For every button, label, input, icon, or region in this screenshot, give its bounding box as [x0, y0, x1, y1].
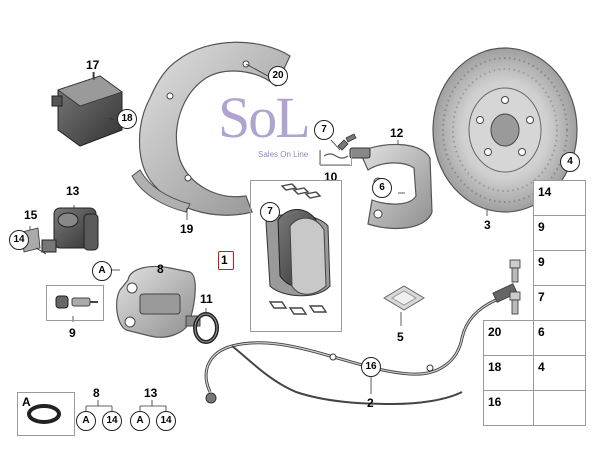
callout-13: 13 [66, 184, 80, 198]
callout-circle-a: A [92, 261, 112, 281]
callout-circle-14: 14 [9, 230, 29, 250]
callout-19: 19 [180, 222, 194, 236]
grid-label: 9 [538, 220, 545, 234]
callout-circle-4: 4 [560, 152, 580, 172]
callout-1: 1 [221, 253, 228, 267]
grid-cell-r4-left: 20 [483, 320, 535, 356]
legend-a-label: A [22, 395, 31, 409]
grid-cell-r5-left: 18 [483, 355, 535, 391]
seal-ring-a-drawing [27, 404, 61, 424]
grid-cell-r0-left: 14 [533, 180, 586, 216]
callout-circle-16: 16 [361, 357, 381, 377]
legend-group-8-title: 8 [93, 386, 100, 400]
callout-5: 5 [397, 330, 404, 344]
callout-9: 9 [69, 326, 76, 340]
brake-pads-drawing [265, 183, 331, 315]
grid-label: 6 [538, 325, 545, 339]
grid-label: 16 [488, 395, 502, 409]
callout-15: 15 [24, 208, 38, 222]
grid-cell-r2-left: 9 [533, 250, 586, 286]
callout-circle-6: 6 [372, 178, 392, 198]
grid-label: 4 [538, 360, 545, 374]
grid-label: 14 [538, 185, 552, 199]
grid-cell-r3-right: 7 [533, 285, 586, 321]
control-module-drawing [51, 72, 123, 147]
callout-circle-7b: 7 [260, 202, 280, 222]
grid-label: 20 [488, 325, 502, 339]
callout-3: 3 [484, 218, 491, 232]
legend-group-8-14: 14 [102, 411, 122, 431]
callout-circle-7: 7 [314, 120, 334, 140]
grid-label: 18 [488, 360, 502, 374]
callout-1-highlight [218, 251, 234, 270]
parking-brake-motor-drawing [41, 207, 99, 253]
legend-group-8-a: A [76, 411, 96, 431]
lube-pack-drawing [383, 285, 425, 311]
grid-cell-r6-right [533, 390, 586, 426]
callout-2: 2 [367, 396, 374, 410]
callout-17: 17 [86, 58, 100, 72]
legend-group-13-14: 14 [156, 411, 176, 431]
legend-group-13-a: A [130, 411, 150, 431]
callout-circle-20: 20 [268, 66, 288, 86]
legend-group-13-title: 13 [144, 386, 158, 400]
callout-12: 12 [390, 126, 404, 140]
grid-cell-r6-left: 16 [483, 390, 535, 426]
callout-11: 11 [200, 292, 213, 306]
grid-label: 9 [538, 255, 545, 269]
grid-cell-r4-right: 6 [533, 320, 586, 356]
callout-circle-18: 18 [117, 109, 137, 129]
seal-ring-legend-box: A [17, 392, 75, 436]
brake-pad-set-box [250, 180, 342, 332]
guide-bolt-drawing [323, 133, 357, 159]
watermark-logo: SoL [218, 85, 311, 150]
bleed-kit-box [46, 285, 104, 321]
grid-cell-r5-right: 4 [533, 355, 586, 391]
bleed-kit-drawing [55, 295, 98, 309]
grid-label: 7 [538, 290, 545, 304]
piston-seal-drawing [193, 312, 219, 344]
callout-8: 8 [157, 262, 164, 276]
watermark-tagline: Sales On Line [258, 150, 309, 159]
callout-10-bracket [320, 150, 352, 166]
brake-caliper-drawing [116, 265, 201, 338]
brake-disc-drawing [432, 47, 578, 213]
grid-cell-r1-left: 9 [533, 215, 586, 251]
